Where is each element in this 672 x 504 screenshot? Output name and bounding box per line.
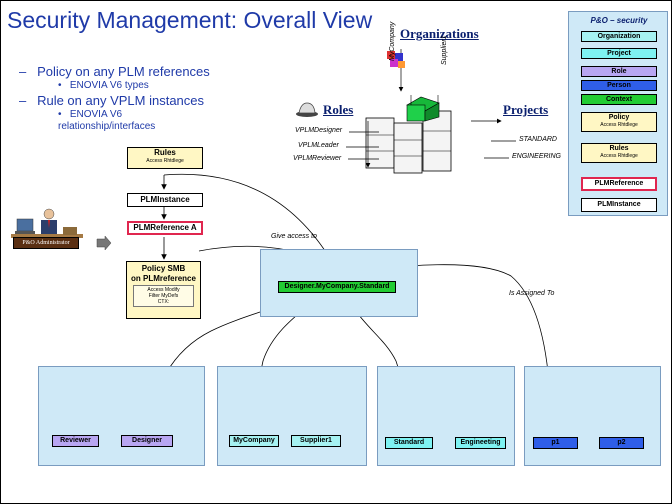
- legend-title: P&O – security: [590, 16, 648, 25]
- rules-box: Rules Access Rhtdlege: [127, 147, 203, 169]
- policy-smb-filter: Filter MyDefs: [148, 293, 179, 299]
- engineering-cube-label: ENGINEERING: [512, 153, 562, 160]
- plmreference-box: PLMReference A: [127, 221, 203, 235]
- page-title: Security Management: Overall View: [7, 7, 373, 33]
- bullet-rule-sub-text: ENOVIA V6 relationship/interfaces: [58, 109, 156, 132]
- legend-organization: Organization: [581, 31, 657, 42]
- roles-hat-icon: [296, 102, 318, 117]
- legend-rules-sub: Access Rhtdlege: [600, 153, 638, 159]
- person-p1-chip[interactable]: p1: [533, 437, 578, 449]
- bullet-policy-sub-text: ENOVIA V6 types: [69, 80, 149, 91]
- policy-smb-details: Access Modify Filter MyDefs CTX:: [133, 285, 194, 307]
- supplier1-chip[interactable]: Supplier1: [291, 435, 341, 447]
- mycompany-cube-label: MyCompany: [389, 21, 396, 61]
- bullet-rule: – Rule on any VPLM instances: [19, 93, 205, 108]
- legend-policy: Policy Access Rhtdlege: [581, 112, 657, 132]
- legend-role: Role: [581, 66, 657, 77]
- policy-smb-ctx: CTX:: [157, 299, 170, 305]
- rules-box-label: Rules: [154, 148, 176, 157]
- mycompany-chip[interactable]: MyCompany: [229, 435, 279, 447]
- legend-panel: P&O – security Organization Project Role…: [568, 11, 668, 216]
- bullet-rule-text: Rule on any VPLM instances: [37, 93, 205, 108]
- projects-panel: [377, 366, 515, 466]
- rules-box-sub: Access Rhtdlege: [146, 158, 184, 164]
- give-access-label: Give access to: [271, 233, 317, 240]
- policy-smb-line1: Policy SMB: [141, 264, 186, 273]
- legend-project: Project: [581, 48, 657, 59]
- legend-plmreference: PLMReference: [581, 177, 657, 191]
- policy-smb-access: Access Modify: [147, 287, 180, 293]
- standard-chip[interactable]: Standard: [385, 437, 433, 449]
- legend-policy-sub: Access Rhtdlege: [600, 122, 638, 128]
- organizations-blocks-icon: [387, 51, 405, 68]
- vplmreviewer-label: VPLMReviewer: [293, 155, 342, 162]
- bullet-policy-sub: • ENOVIA V6 types: [58, 80, 149, 91]
- vplmleader-label: VPLMLeader: [298, 142, 339, 149]
- legend-rules-label: Rules: [609, 145, 629, 152]
- reviewer-chip[interactable]: Reviewer: [52, 435, 99, 447]
- role-project-cube: [365, 95, 452, 174]
- legend-person: Person: [581, 80, 657, 91]
- bullet-policy-text: Policy on any PLM references: [37, 64, 210, 79]
- plminstance-box: PLMInstance: [127, 193, 203, 207]
- legend-rules: Rules Access Rhtdlege: [581, 143, 657, 163]
- policy-smb-line2: on PLMreference: [131, 274, 196, 283]
- persons-panel: [524, 366, 661, 466]
- projects-header: Projects: [503, 102, 549, 117]
- roles-panel: [38, 366, 205, 466]
- designer-chip[interactable]: Designer: [121, 435, 173, 447]
- person-p2-chip[interactable]: p2: [599, 437, 644, 449]
- legend-context: Context: [581, 94, 657, 105]
- vplmdesigner-label: VPLMDesigner: [295, 127, 343, 134]
- organizations-panel: [217, 366, 367, 466]
- engineering-chip[interactable]: Engineeting: [455, 437, 506, 449]
- is-assigned-label: Is Assigned To: [509, 290, 555, 297]
- legend-plminstance: PLMInstance: [581, 198, 657, 212]
- organizations-header: Organizations: [400, 26, 479, 41]
- legend-policy-label: Policy: [608, 114, 630, 121]
- standard-cube-label: STANDARD: [519, 136, 557, 143]
- admin-label: P&O Administrator: [13, 237, 79, 249]
- supplier1-cube-label: Supplier1: [441, 35, 448, 65]
- context-box[interactable]: Designer.MyCompany.Standard: [278, 281, 396, 293]
- bullet-rule-sub: • ENOVIA V6 relationship/interfaces: [58, 109, 156, 132]
- bullet-policy: – Policy on any PLM references: [19, 64, 210, 79]
- policy-smb-box: Policy SMB on PLMreference Access Modify…: [126, 261, 201, 319]
- roles-header: Roles: [323, 102, 354, 117]
